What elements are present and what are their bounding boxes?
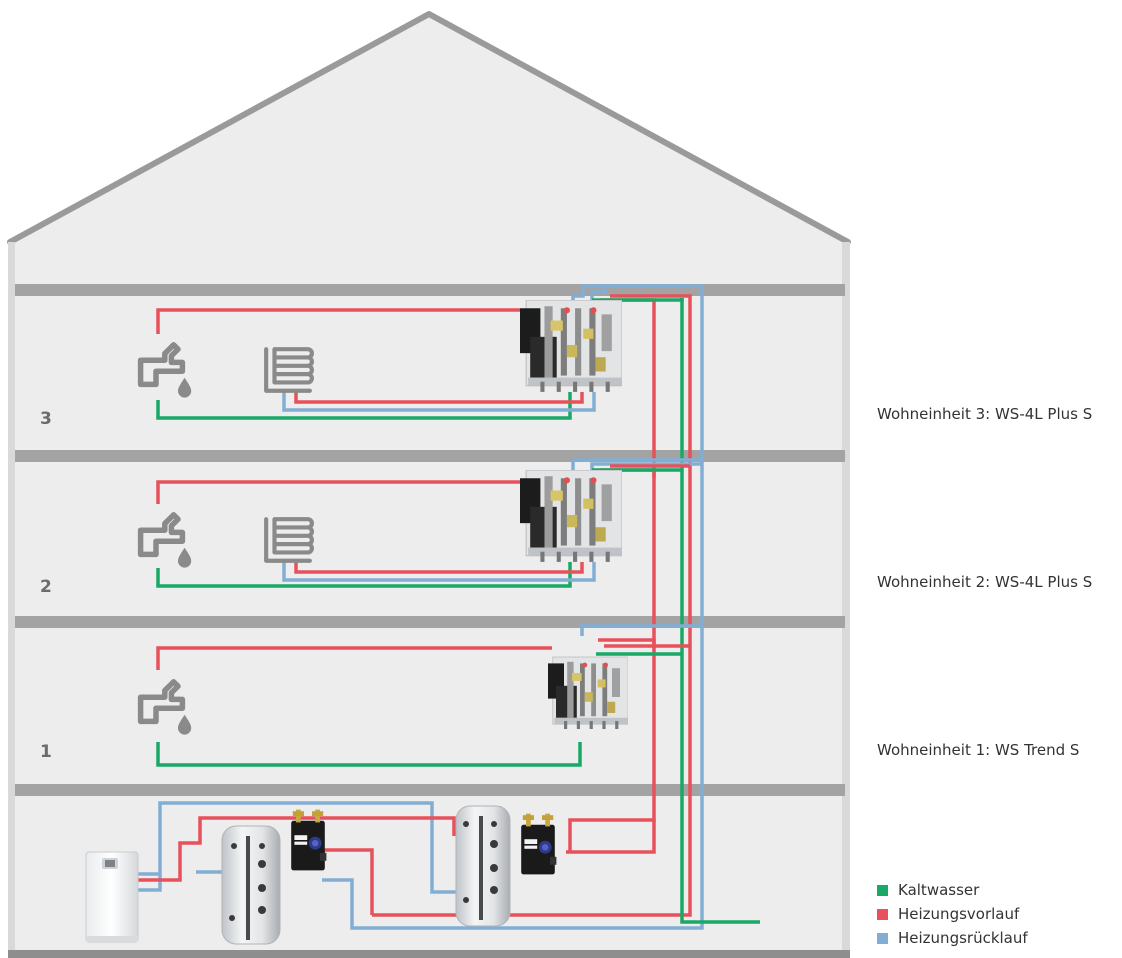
legend-label: Heizungsvorlauf xyxy=(898,905,1020,923)
ceiling-slab xyxy=(15,616,845,628)
legend-label: Kaltwasser xyxy=(898,881,980,899)
ceiling-slab xyxy=(15,284,845,296)
building-shell xyxy=(7,11,851,958)
legend-item-heating-return: Heizungsrücklauf xyxy=(877,926,1028,950)
heat-pump-icon xyxy=(85,851,139,943)
legend: Kaltwasser Heizungsvorlauf Heizungsrückl… xyxy=(877,878,1028,950)
legend-swatch xyxy=(877,884,888,896)
ceiling-slab xyxy=(15,450,845,462)
legend-label: Heizungsrücklauf xyxy=(898,929,1028,947)
floor-number-3: 3 xyxy=(40,409,52,429)
floor-slab xyxy=(8,950,850,958)
basement xyxy=(85,801,656,945)
pipe-risers xyxy=(372,286,760,930)
unit-label-2: Wohneinheit 2: WS-4L Plus S xyxy=(877,573,1093,591)
legend-item-heating-flow: Heizungsvorlauf xyxy=(877,902,1028,926)
legend-item-cold-water: Kaltwasser xyxy=(877,878,1028,902)
storage-tank-icon xyxy=(455,805,511,927)
housing-station-icon xyxy=(520,470,622,562)
ceiling-slab xyxy=(15,784,845,796)
legend-swatch xyxy=(877,932,888,944)
legend-swatch xyxy=(877,908,888,920)
unit-label-3: Wohneinheit 3: WS-4L Plus S xyxy=(877,405,1093,423)
floor-3 xyxy=(141,284,702,420)
floor-number-1: 1 xyxy=(40,742,52,762)
storage-tank-icon xyxy=(221,825,281,945)
floor-1 xyxy=(141,624,702,767)
floor-number-2: 2 xyxy=(40,577,52,597)
housing-station-icon xyxy=(520,300,622,392)
floor-2 xyxy=(141,458,702,588)
housing-station-icon xyxy=(548,656,628,730)
unit-label-1: Wohneinheit 1: WS Trend S xyxy=(877,741,1080,759)
